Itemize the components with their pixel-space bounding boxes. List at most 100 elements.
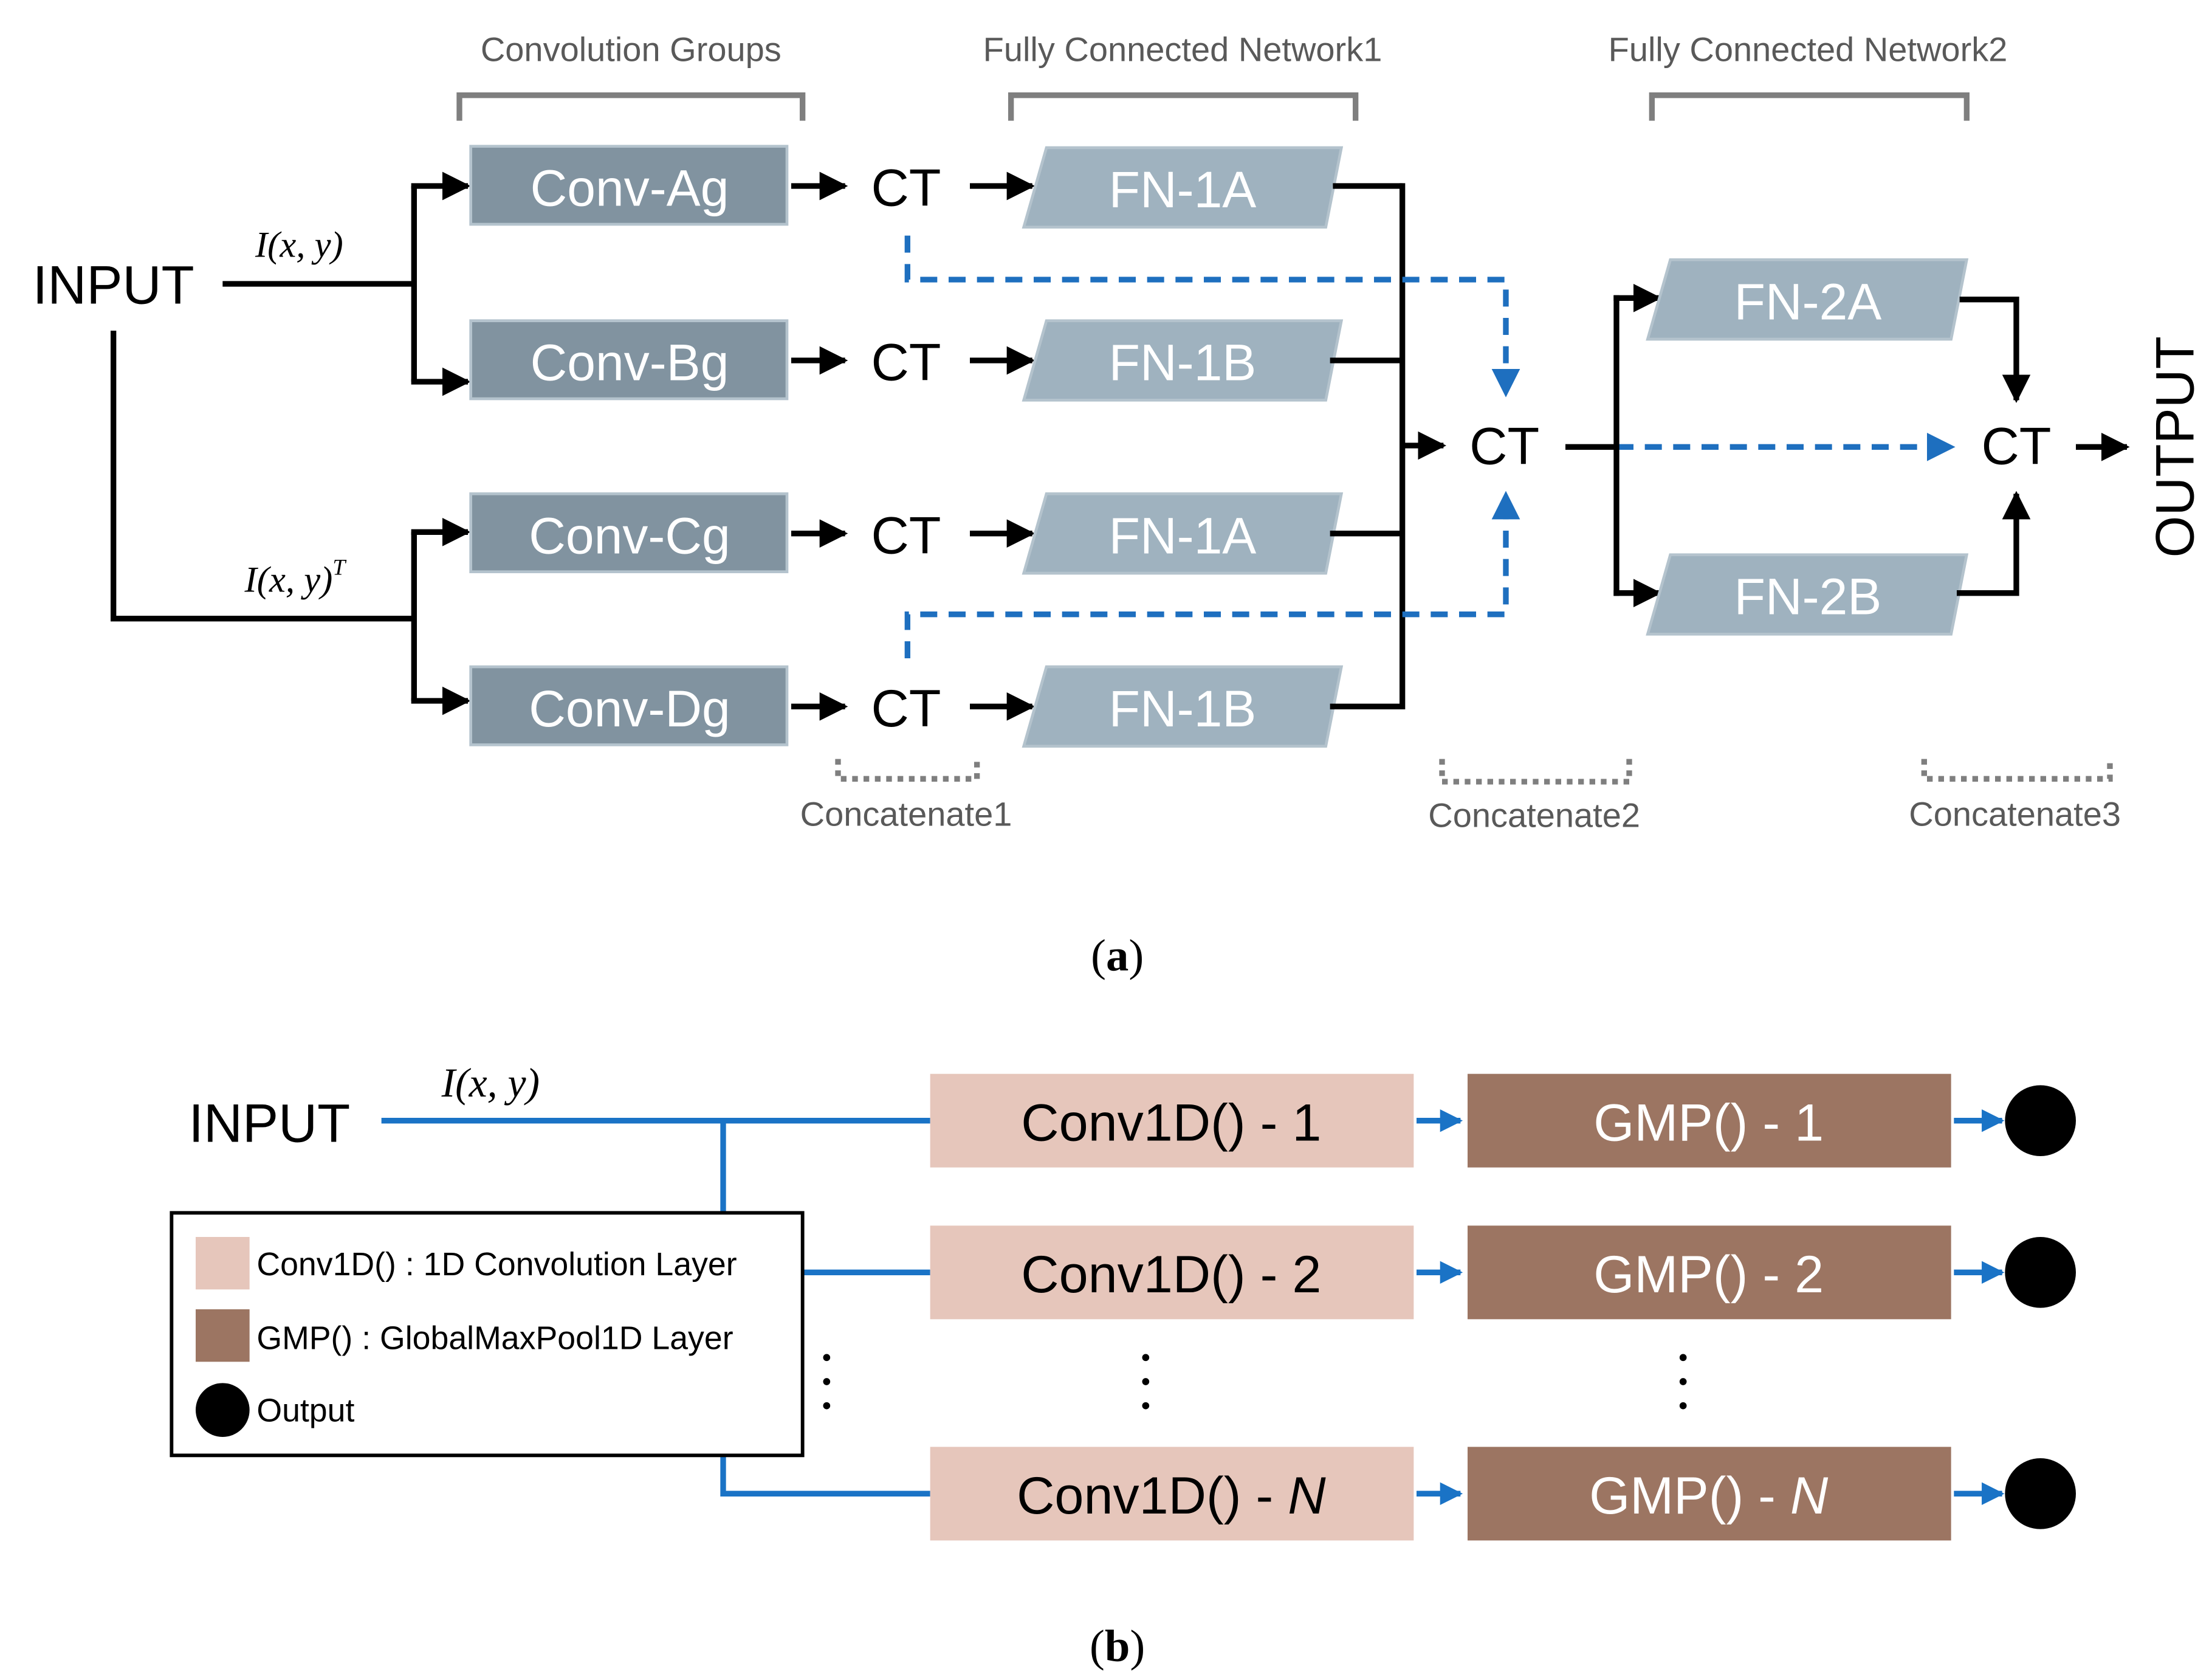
output-node-2	[2005, 1237, 2076, 1308]
layer-row-2: Conv1D() - 2 GMP() - 2	[930, 1225, 2076, 1320]
dot	[1679, 1378, 1687, 1385]
fc1-label: Fully Connected Network1	[983, 30, 1382, 69]
input-signal-transposed-label: I(x, y)T	[244, 555, 347, 600]
conv-block-a: Conv-Ag	[469, 145, 789, 226]
layer-row-1: Conv1D() - 1 GMP() - 1	[930, 1073, 2076, 1168]
dashed-skip-bottom	[904, 491, 1520, 658]
ct-label-1a: CT	[871, 159, 941, 218]
conv-groups-label: Convolution Groups	[481, 30, 781, 69]
conv-block-b-box	[469, 319, 789, 401]
conv1d-block-2-label: Conv1D() - 2	[1021, 1245, 1321, 1304]
input-signal-label: I(x, y)	[255, 225, 343, 266]
fn2-block-b: FN-2B	[1646, 553, 1969, 636]
conv-block-b: Conv-Bg	[469, 319, 789, 401]
concat-brackets	[835, 759, 2113, 785]
conv-groups-bracket	[456, 92, 806, 121]
ct-label-2: CT	[1469, 417, 1539, 475]
conv-block-c: Conv-Cg	[469, 492, 789, 573]
legend-frame	[170, 1211, 805, 1458]
fn2-block-a: FN-2A	[1646, 258, 1969, 341]
caption-a-letter: a	[1106, 930, 1128, 980]
arrow-fn2b-ct3	[1957, 491, 2031, 596]
caption-b-letter: b	[1105, 1621, 1130, 1672]
ct-to-fn-arrows	[970, 171, 1036, 721]
gmp-block-2-label: GMP() - 2	[1593, 1245, 1824, 1304]
panel-a: Convolution Groups Fully Connected Netwo…	[33, 30, 2205, 981]
concat2-bracket	[1439, 759, 1632, 785]
transposed-base: I(x, y)	[244, 559, 333, 600]
conv-block-b-label: Conv-Bg	[531, 334, 729, 391]
conv1d-prefix: Conv1D() -	[1017, 1467, 1288, 1525]
conv1d-block-n	[930, 1447, 1414, 1541]
legend-conv-label: Conv1D() : 1D Convolution Layer	[256, 1246, 737, 1283]
fn1-block-2-label: FN-1B	[1109, 334, 1257, 391]
fn1-block-2-shape	[1022, 319, 1344, 402]
gmp-index: N	[1790, 1467, 1829, 1525]
conv-block-c-label: Conv-Cg	[529, 507, 730, 564]
conv1d-prefix: Conv1D() -	[1021, 1245, 1292, 1304]
legend-output-label: Output	[256, 1392, 354, 1428]
conv1d-block-1-label: Conv1D() - 1	[1021, 1094, 1321, 1152]
input-wires	[111, 185, 417, 701]
conv-to-ct-arrows	[791, 171, 848, 721]
fn1-block-1-label: FN-1A	[1109, 161, 1257, 218]
dashed-skip-paths	[904, 235, 1956, 658]
input-label-b: INPUT	[188, 1094, 350, 1154]
gmp-block-1-label: GMP() - 1	[1593, 1094, 1824, 1152]
fc2-bracket	[1649, 92, 1970, 121]
gmp-block-n	[1468, 1447, 1951, 1541]
dot	[823, 1354, 831, 1362]
legend-output-swatch	[196, 1383, 250, 1437]
concat1-label: Concatenate1	[800, 794, 1012, 833]
fc2-input-arrows	[1613, 284, 1662, 607]
output-label: OUTPUT	[2145, 336, 2205, 557]
conv1d-index: 1	[1292, 1094, 1321, 1152]
gmp-prefix: GMP() -	[1593, 1245, 1795, 1304]
conv1d-index: N	[1288, 1467, 1326, 1525]
caption-a: (a)	[1091, 930, 1144, 980]
group-brackets	[456, 92, 1970, 121]
dot	[823, 1378, 831, 1385]
fn2-block-b-label: FN-2B	[1734, 568, 1882, 625]
legend-gmp-swatch	[196, 1309, 250, 1362]
dot	[1142, 1378, 1150, 1385]
transpose-superscript: T	[332, 555, 346, 580]
legend-conv-swatch	[196, 1237, 250, 1290]
gmp-prefix: GMP() -	[1589, 1467, 1790, 1525]
layer-row-n: Conv1D() - N GMP() - N	[930, 1447, 2076, 1541]
dashed-skip-top	[904, 235, 1520, 398]
ct-label-1c: CT	[871, 506, 941, 565]
fc2-label: Fully Connected Network2	[1609, 30, 2008, 69]
arrow-fn2a-ct3	[1959, 296, 2031, 403]
fc2-input-wires	[1565, 295, 1619, 596]
caption-b: (b)	[1090, 1621, 1145, 1672]
ct-label-1d: CT	[871, 680, 941, 738]
conv1d-index: 2	[1292, 1245, 1321, 1304]
dot	[1142, 1354, 1150, 1362]
dot	[1679, 1402, 1687, 1410]
fn1-block-4-label: FN-1B	[1109, 680, 1257, 737]
dot	[1142, 1402, 1150, 1410]
dot	[1679, 1354, 1687, 1362]
legend: Conv1D() : 1D Convolution Layer GMP() : …	[170, 1211, 805, 1458]
concat1-bracket	[835, 759, 980, 782]
fn1-block-3: FN-1A	[1022, 492, 1344, 575]
conv-block-d: Conv-Dg	[469, 665, 789, 746]
conv-block-d-label: Conv-Dg	[529, 680, 730, 737]
fn1-block-4-shape	[1022, 665, 1344, 748]
fn1-block-1: FN-1A	[1022, 146, 1344, 229]
gmp-block-2	[1468, 1225, 1951, 1320]
legend-gmp-label: GMP() : GlobalMaxPool1D Layer	[256, 1320, 733, 1356]
ct-label-1b: CT	[871, 334, 941, 392]
output-node-1	[2005, 1085, 2076, 1156]
fn1-merge-bus	[1330, 183, 1406, 709]
concat3-label: Concatenate3	[1909, 794, 2121, 833]
input-signal-label-b: I(x, y)	[441, 1060, 540, 1106]
gmp-block-n-label: GMP() - N	[1589, 1467, 1829, 1525]
fn2-block-a-label: FN-2A	[1734, 273, 1882, 330]
conv1d-block-n-label: Conv1D() - N	[1017, 1467, 1326, 1525]
input-wire-down	[111, 331, 414, 622]
ellipsis-dots	[823, 1354, 1687, 1410]
conv1d-prefix: Conv1D() -	[1021, 1094, 1292, 1152]
